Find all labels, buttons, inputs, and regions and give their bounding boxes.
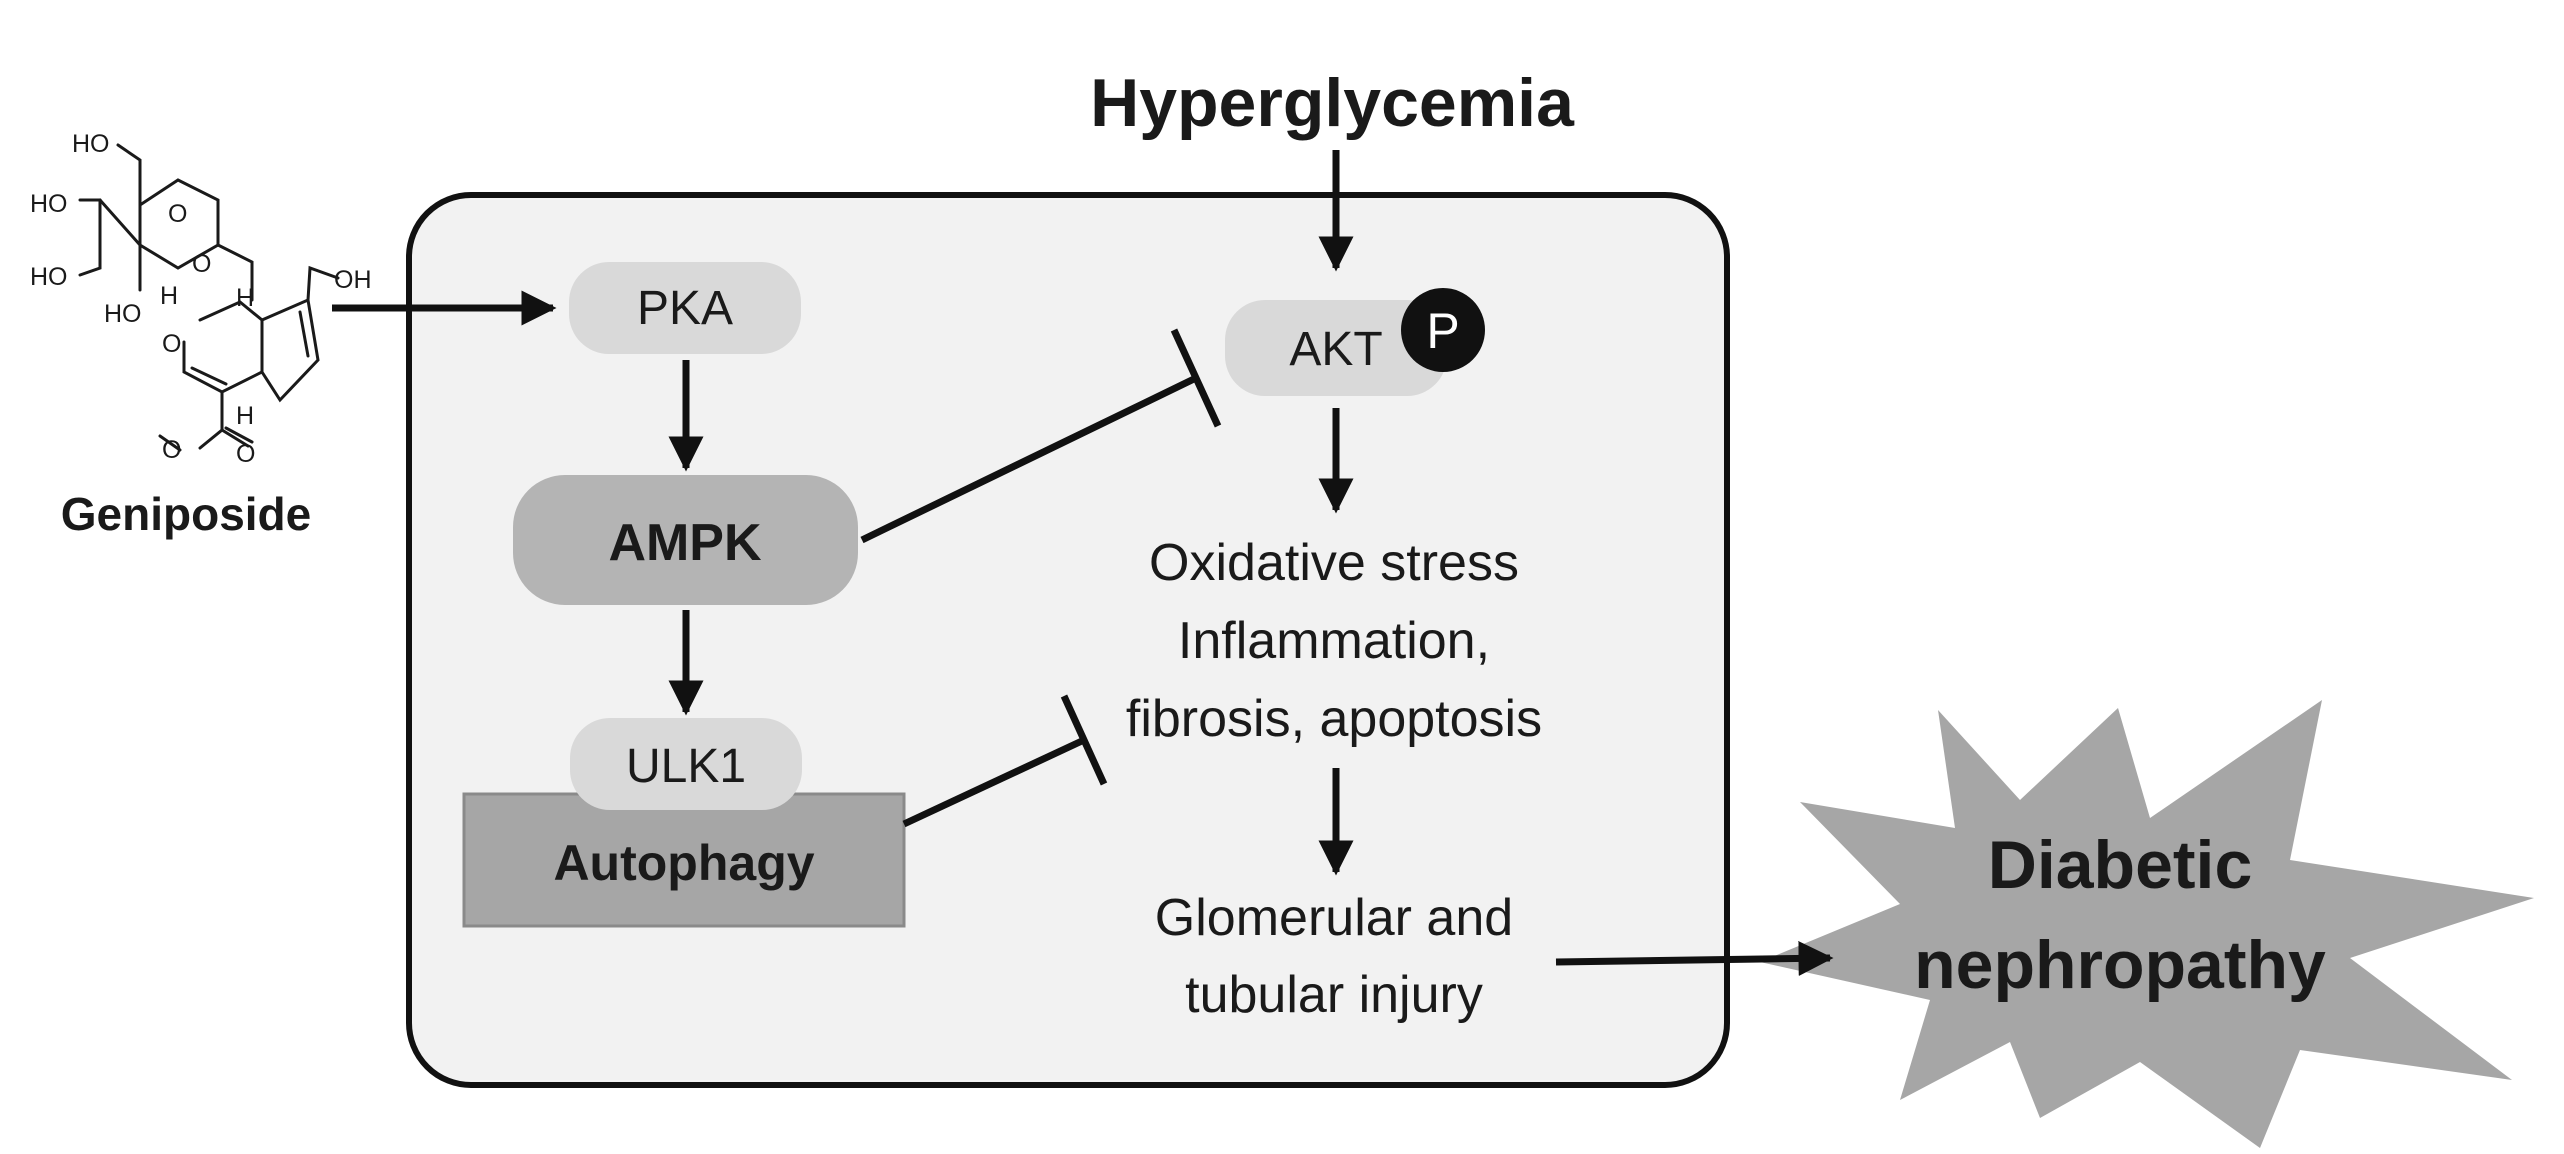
fibrosis-apoptosis-label: fibrosis, apoptosis (1126, 690, 1542, 748)
oxidative-stress-label: Oxidative stress (1149, 534, 1519, 592)
glomerular-label: Glomerular and (1155, 889, 1513, 947)
pka-node (569, 262, 801, 354)
autophagy-label: Autophagy (553, 835, 814, 891)
atom-o-link: O (192, 250, 211, 278)
ulk1-node (570, 718, 802, 810)
geniposide-structure: HO HO HO HO O O O OH O O H H H (30, 130, 372, 468)
atom-ho-top: HO (72, 130, 110, 158)
atom-o-ester: O (162, 436, 181, 464)
atom-o-ring: O (168, 200, 187, 228)
pka-label: PKA (637, 282, 733, 335)
phospho-badge (1401, 288, 1485, 372)
hyperglycemia-label: Hyperglycemia (1090, 65, 1575, 141)
atom-ho-ring2: HO (30, 263, 68, 291)
inflammation-label: Inflammation, (1178, 612, 1490, 670)
atom-oh-right: OH (334, 266, 372, 294)
atom-h3: H (236, 402, 254, 430)
inhibition-autophagy-stress (902, 694, 1108, 828)
phospho-label: P (1426, 303, 1459, 359)
diabetic-label: Diabetic (1988, 827, 2253, 903)
nephropathy-label: nephropathy (1914, 927, 2326, 1003)
atom-o-pyran: O (162, 330, 181, 358)
tubular-injury-label: tubular injury (1185, 966, 1483, 1024)
diabetic-nephropathy-burst (1760, 700, 2534, 1148)
atom-o-carbonyl: O (236, 440, 255, 468)
arrow-injury-nephropathy (1555, 940, 1834, 976)
atom-ho-ring3: HO (104, 300, 142, 328)
geniposide-label: Geniposide (61, 488, 311, 540)
atom-h2: H (236, 284, 254, 312)
akt-label: AKT (1289, 323, 1382, 376)
atom-h1: H (160, 282, 178, 310)
akt-node (1225, 300, 1447, 396)
ulk1-label: ULK1 (626, 740, 746, 793)
ampk-node (513, 475, 858, 605)
inhibition-ampk-akt (860, 328, 1222, 544)
ampk-label: AMPK (608, 514, 762, 572)
atom-ho-ring1: HO (30, 190, 68, 218)
